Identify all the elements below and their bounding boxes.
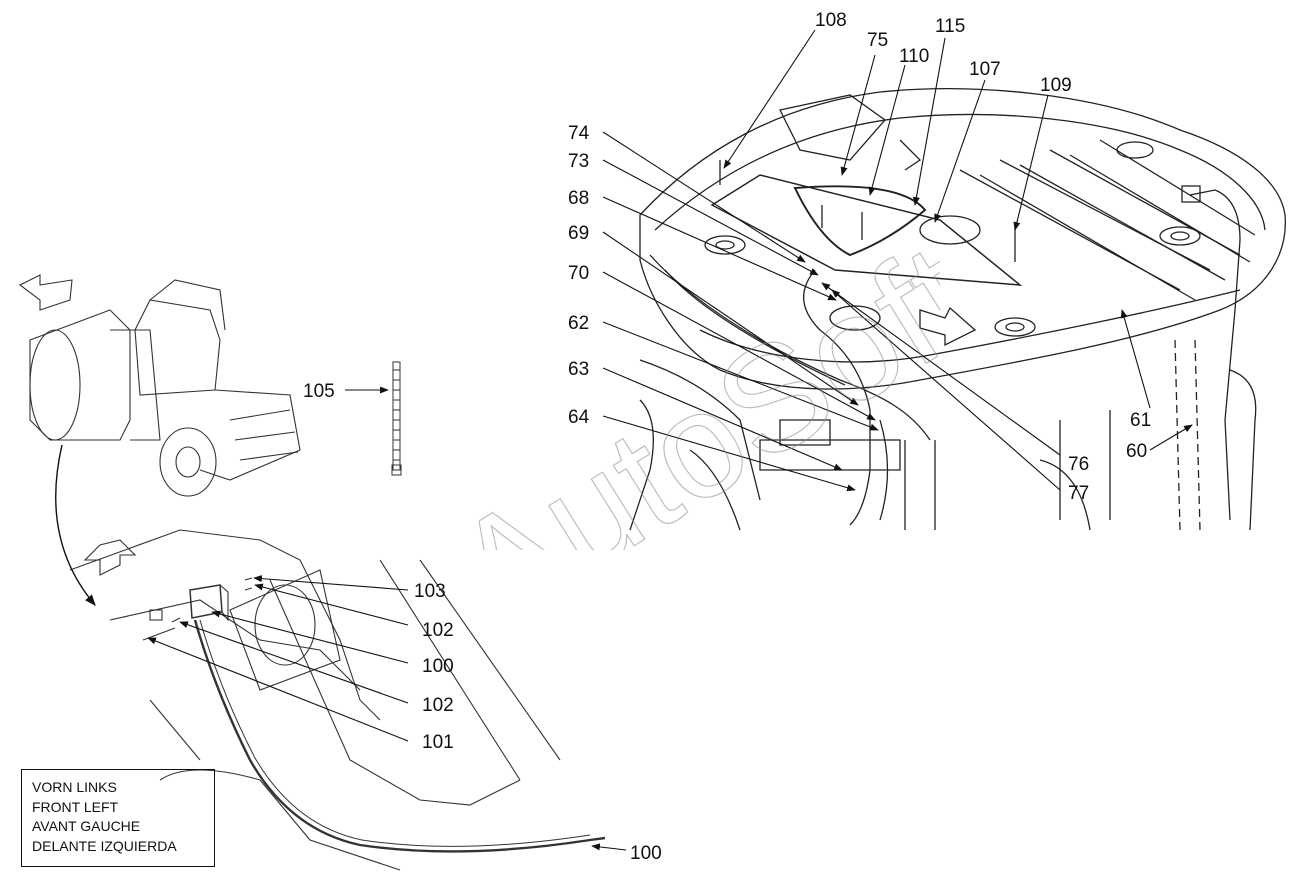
- callout-63: 63: [568, 359, 589, 380]
- leader-73: [602, 159, 819, 276]
- callout-100a: 100: [422, 656, 454, 677]
- leader-61: [1120, 309, 1151, 409]
- leader-60: [1149, 424, 1193, 451]
- machine-overview-drawing: [18, 274, 301, 497]
- detail-reference-arrow: [55, 444, 96, 606]
- callout-109: 109: [1040, 75, 1072, 96]
- leader-107: [934, 79, 986, 223]
- callout-100b: 100: [630, 843, 662, 864]
- leader-100b: [591, 843, 627, 851]
- leader-lines: [147, 29, 1193, 851]
- callout-61: 61: [1130, 410, 1151, 431]
- roof-assembly-drawing: [629, 88, 1286, 531]
- leader-102a: [254, 583, 409, 626]
- callout-75: 75: [867, 30, 888, 51]
- callout-105: 105: [303, 381, 335, 402]
- mounting-detail-drawing: [69, 529, 606, 871]
- callout-107: 107: [969, 59, 1001, 80]
- leader-77: [831, 289, 1061, 491]
- watermark-text: AutoSoft: [426, 250, 940, 550]
- callout-115: 115: [935, 16, 965, 37]
- callout-69: 69: [568, 223, 589, 244]
- callout-labels: 108 75 115 110 107 109 74 73 68 69 70 62…: [303, 10, 1151, 864]
- legend-line-es: DELANTE IZQUIERDA: [32, 837, 177, 854]
- leader-103: [253, 575, 409, 591]
- leader-108: [723, 29, 816, 169]
- callout-102b: 102: [422, 695, 454, 716]
- callout-68: 68: [568, 188, 589, 209]
- callout-103: 103: [414, 581, 446, 602]
- orientation-legend: VORN LINKS FRONT LEFT AVANT GAUCHE DELAN…: [21, 769, 215, 867]
- callout-101: 101: [422, 732, 454, 753]
- leader-110: [868, 64, 906, 196]
- callout-62: 62: [568, 313, 589, 334]
- leader-62: [602, 321, 879, 431]
- cable-tie-part: [391, 361, 402, 476]
- callout-64: 64: [568, 407, 590, 428]
- leader-76: [821, 282, 1061, 456]
- watermark: AutoSoft: [425, 250, 940, 550]
- leader-102b: [179, 621, 409, 704]
- leader-75: [840, 54, 876, 176]
- callout-102a: 102: [422, 620, 454, 641]
- leader-63: [602, 367, 843, 471]
- leader-74: [602, 131, 806, 263]
- leader-101: [147, 637, 409, 742]
- leader-100a: [211, 610, 409, 664]
- callout-73: 73: [568, 151, 589, 172]
- leader-115: [912, 37, 946, 206]
- callout-70: 70: [568, 263, 589, 284]
- callout-108: 108: [815, 10, 847, 31]
- callout-77: 77: [1068, 483, 1089, 504]
- legend-line-de: VORN LINKS: [32, 779, 117, 795]
- callout-76: 76: [1068, 454, 1089, 475]
- leader-68: [602, 196, 837, 301]
- callout-110: 110: [899, 46, 929, 67]
- legend-line-en: FRONT LEFT: [32, 798, 119, 815]
- callout-74: 74: [568, 123, 590, 144]
- legend-line-fr: AVANT GAUCHE: [32, 818, 141, 834]
- leader-69: [602, 231, 859, 406]
- leader-70: [602, 271, 876, 421]
- callout-60: 60: [1126, 441, 1147, 462]
- leader-64: [602, 415, 856, 492]
- leader-109: [1013, 94, 1049, 231]
